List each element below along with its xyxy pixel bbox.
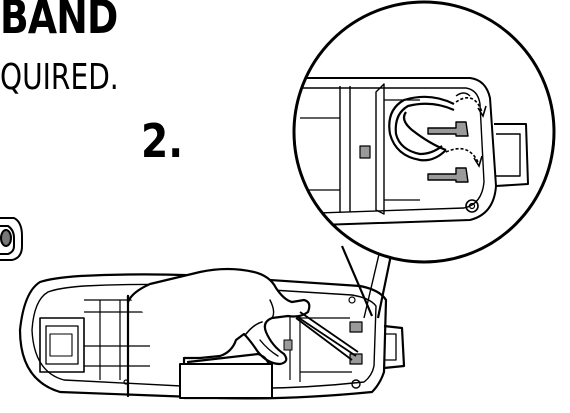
- curved-arrow-icon: [445, 96, 487, 168]
- step-number: 2.: [141, 114, 184, 168]
- magnified-detail-icon: [292, 0, 556, 264]
- zoom-callout-lines: [340, 245, 394, 319]
- rubber-band-icon: [388, 95, 455, 162]
- subheading-text: QUIRED.: [0, 57, 119, 98]
- rubber-band-icon-main: [295, 311, 359, 361]
- partial-device-left: [0, 217, 23, 261]
- handset-base-icon: [18, 273, 406, 400]
- heading-text: BAND: [0, 0, 118, 44]
- hand-icon: [126, 267, 311, 400]
